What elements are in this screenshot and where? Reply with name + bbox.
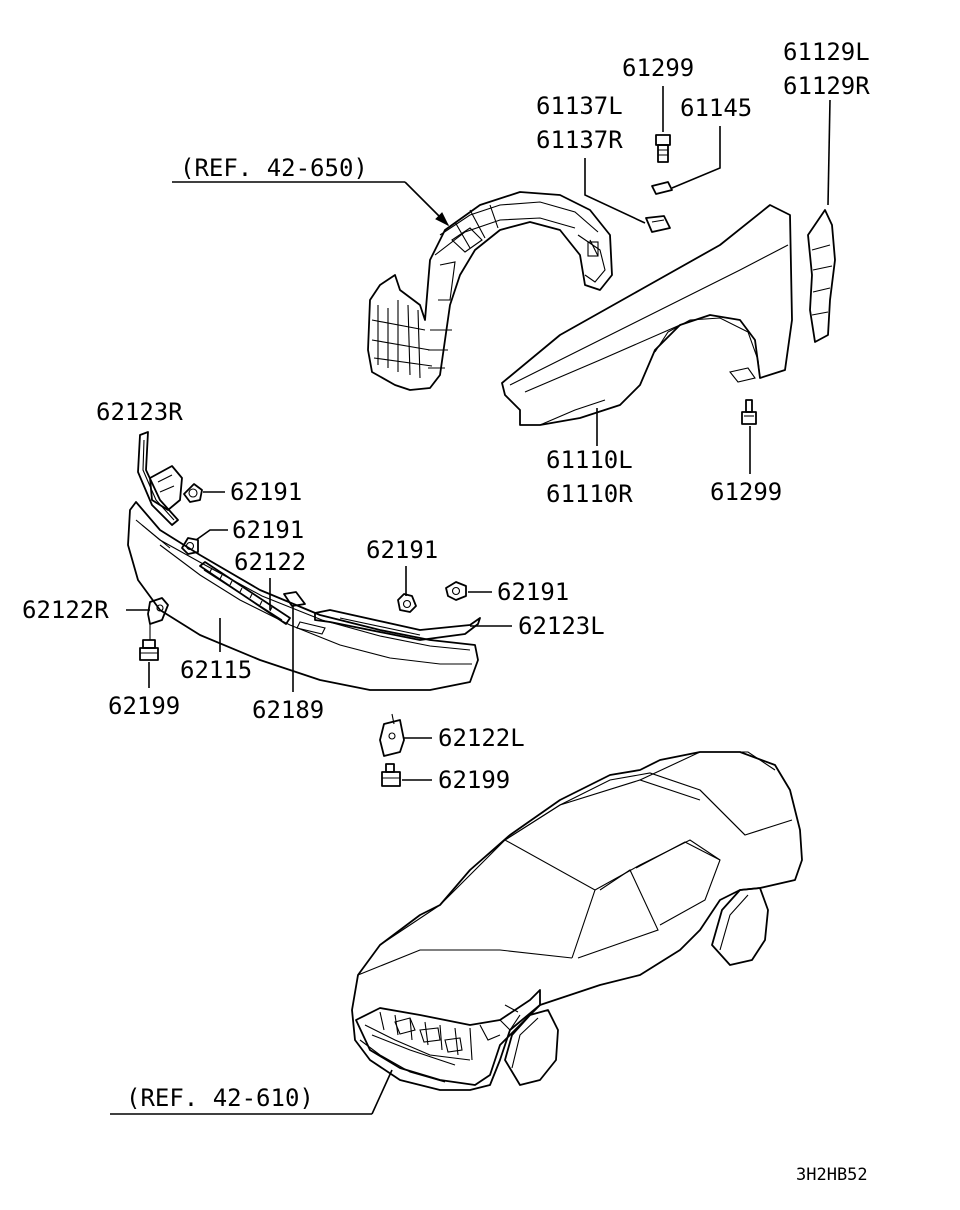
label-61110L: 61110L <box>546 446 633 474</box>
fender-bracket-61129-drawing: 61129L 61129R <box>783 38 870 343</box>
bolt-61299-bottom: 61299 <box>710 399 782 506</box>
label-61110R: 61110R <box>546 480 633 508</box>
label-62191-b: 62191 <box>232 516 304 544</box>
label-62123L: 62123L <box>518 612 605 640</box>
label-61129L: 61129L <box>783 38 870 66</box>
ref-42-610-callout: (REF. 42-610) <box>110 1069 393 1115</box>
bracket-62122R: 62122R <box>22 596 169 640</box>
molding-62123R-callout: 62123R <box>96 398 183 426</box>
ref-42-610-label: (REF. 42-610) <box>126 1084 314 1112</box>
bolt-61299-top: 61299 <box>622 54 694 163</box>
front-fender-drawing <box>501 204 793 426</box>
bolt-62199-mid: 62199 <box>381 763 510 794</box>
clip-62191-c: 62191 <box>366 536 438 613</box>
label-61299-top: 61299 <box>622 54 694 82</box>
plate-62189-callout: 62189 <box>252 606 324 724</box>
bracket-62122L: 62122L <box>379 713 525 757</box>
label-61137L: 61137L <box>536 92 623 120</box>
label-62191-c: 62191 <box>366 536 438 564</box>
bumper-62115-callout: 62115 <box>180 618 252 684</box>
label-62199-left: 62199 <box>108 692 180 720</box>
clip-62191-b: 62191 <box>181 516 304 555</box>
label-61129R: 61129R <box>783 72 870 100</box>
label-62122L: 62122L <box>438 724 525 752</box>
label-62191-d: 62191 <box>497 578 569 606</box>
molding-62123L-callout: 62123L <box>470 612 605 640</box>
fender-liner-drawing <box>367 191 613 391</box>
label-62199-mid: 62199 <box>438 766 510 794</box>
clip-61145: 61145 <box>651 94 752 195</box>
ref-42-650-callout: (REF. 42-650) <box>172 154 450 227</box>
label-62191-a: 62191 <box>230 478 302 506</box>
ref-42-650-label: (REF. 42-650) <box>180 154 368 182</box>
label-62123R: 62123R <box>96 398 183 426</box>
clip-62191-d: 62191 <box>445 578 569 606</box>
vehicle-silhouette-drawing <box>351 751 803 1091</box>
label-61145: 61145 <box>680 94 752 122</box>
label-62189: 62189 <box>252 696 324 724</box>
bolt-62199-left: 62199 <box>108 639 180 720</box>
label-62122: 62122 <box>234 548 306 576</box>
clip-62191-a: 62191 <box>183 478 302 506</box>
label-61137R: 61137R <box>536 126 623 154</box>
label-61299-bottom: 61299 <box>710 478 782 506</box>
label-62122R: 62122R <box>22 596 109 624</box>
grille-62122-callout: 62122 <box>234 548 306 610</box>
label-62115: 62115 <box>180 656 252 684</box>
bracket-61137: 61137L 61137R <box>536 92 671 233</box>
front-bumper-drawing <box>127 431 481 691</box>
diagram-code: 3H2HB52 <box>796 1165 868 1185</box>
fender-61110-callout: 61110L 61110R <box>546 408 633 508</box>
